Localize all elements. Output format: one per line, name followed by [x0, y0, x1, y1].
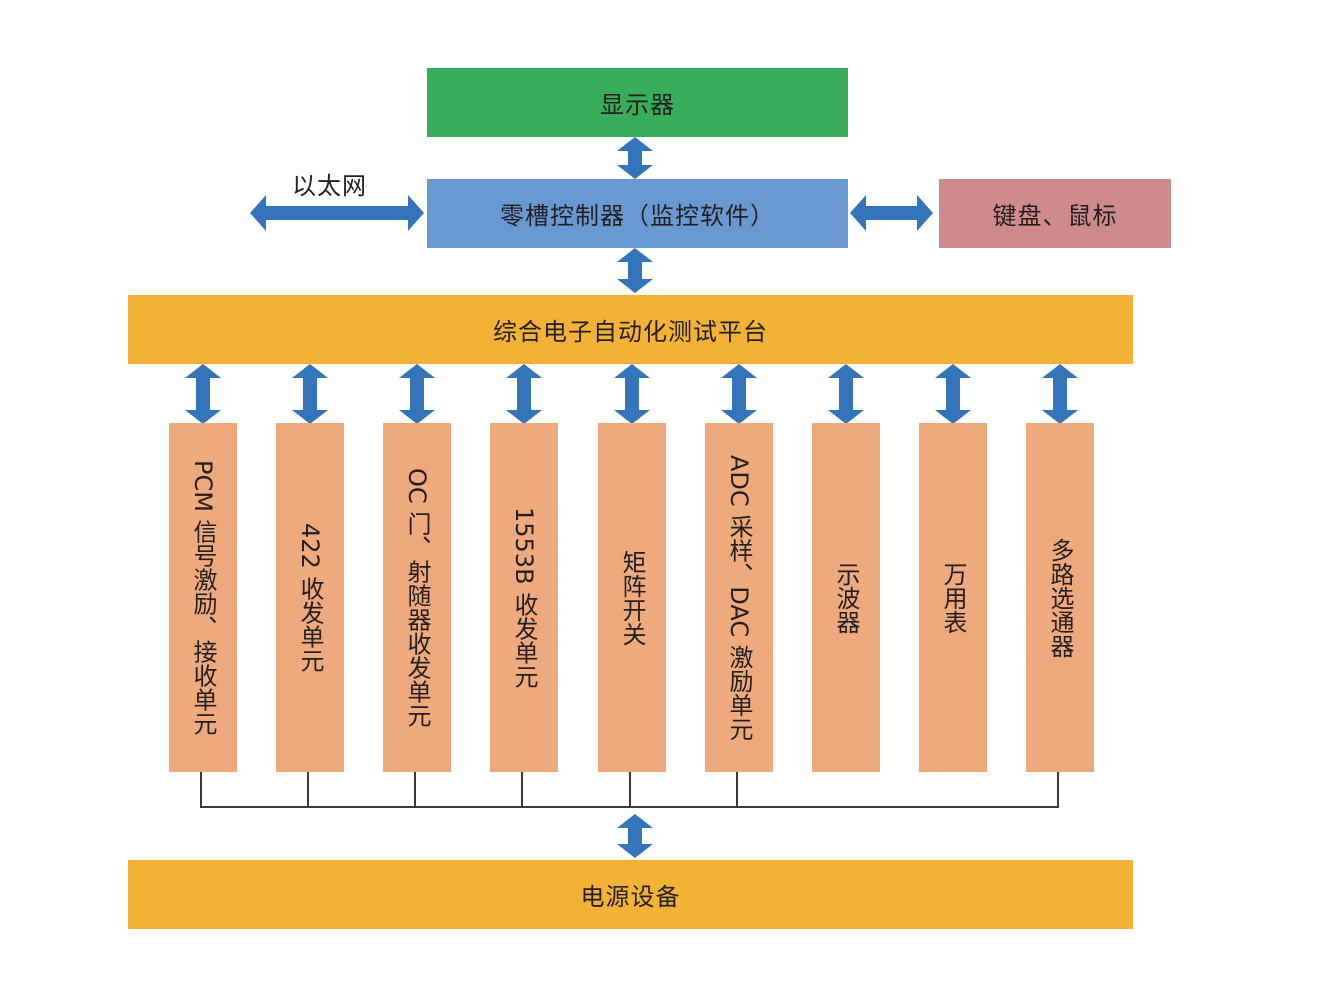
unit-node: 1553B 收发单元 [490, 423, 558, 772]
keyboard-mouse-label: 键盘、鼠标 [992, 202, 1118, 230]
unit-label: ADC 采样、DAC 激励单元 [725, 454, 753, 741]
keyboard-controller-arrow-icon [850, 195, 933, 231]
platform-label: 综合电子自动化测试平台 [493, 318, 768, 346]
unit-label: OC 门、射随器收发单元 [403, 467, 431, 728]
power-label: 电源设备 [580, 883, 681, 911]
ethernet-label: 以太网 [292, 172, 367, 200]
platform-unit-arrow-icon [185, 364, 221, 424]
unit-node: PCM 信号激励、接收单元 [169, 423, 237, 772]
platform-unit-arrow-icon [506, 364, 542, 424]
unit-node: 422 收发单元 [276, 423, 344, 772]
display-controller-arrow-icon [617, 137, 653, 179]
controller-platform-arrow-icon [617, 248, 653, 293]
unit-node: 示波器 [812, 423, 880, 772]
bus-power-arrow-icon [617, 814, 653, 858]
controller-label: 零槽控制器（监控软件） [500, 202, 775, 230]
unit-label: 多路选通器 [1046, 537, 1074, 658]
unit-node: 多路选通器 [1026, 423, 1094, 772]
unit-node: ADC 采样、DAC 激励单元 [705, 423, 773, 772]
platform-unit-arrow-icon [399, 364, 435, 424]
platform-unit-arrow-icon [292, 364, 328, 424]
unit-label: 矩阵开关 [618, 549, 646, 646]
unit-label: 422 收发单元 [296, 522, 324, 673]
platform-unit-arrow-icon [1042, 364, 1078, 424]
unit-node: 万用表 [919, 423, 987, 772]
unit-label: 1553B 收发单元 [510, 506, 538, 689]
power-supply-node: 电源设备 [128, 860, 1133, 929]
unit-node: 矩阵开关 [598, 423, 666, 772]
display-label: 显示器 [600, 91, 675, 119]
unit-label: 示波器 [832, 561, 860, 634]
unit-label: 万用表 [939, 561, 967, 634]
display-node: 显示器 [427, 68, 848, 137]
ethernet-arrow-icon [250, 195, 424, 231]
unit-node: OC 门、射随器收发单元 [383, 423, 451, 772]
keyboard-mouse-node: 键盘、鼠标 [939, 179, 1171, 248]
test-platform-node: 综合电子自动化测试平台 [128, 295, 1133, 364]
platform-unit-arrow-icon [614, 364, 650, 424]
platform-unit-arrow-icon [721, 364, 757, 424]
zero-slot-controller-node: 零槽控制器（监控软件） [427, 179, 848, 248]
platform-unit-arrow-icon [828, 364, 864, 424]
platform-unit-arrow-icon [935, 364, 971, 424]
unit-label: PCM 信号激励、接收单元 [189, 459, 217, 736]
